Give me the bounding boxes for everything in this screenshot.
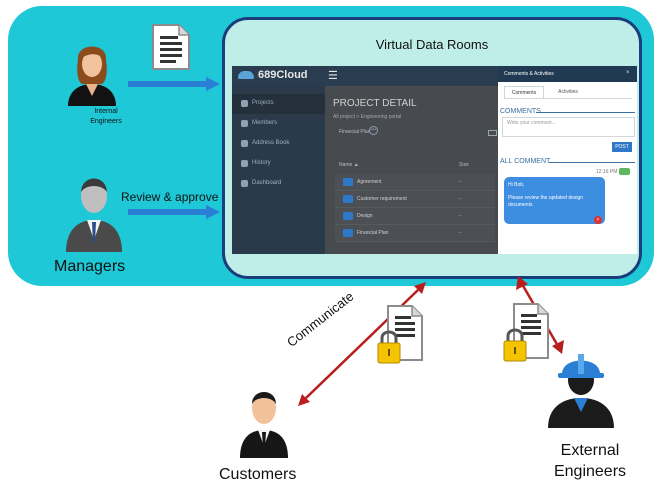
internal-engineer-icon <box>68 46 116 106</box>
sidebar-item-label: Dashboard <box>252 180 282 186</box>
delete-comment-icon[interactable]: × <box>594 216 602 224</box>
file-name: Agreement <box>357 179 382 185</box>
folder-icon <box>343 212 353 220</box>
post-button[interactable]: POST <box>612 142 632 152</box>
page-title: PROJECT DETAIL <box>333 98 417 109</box>
all-comment-section-label: ALL COMMENT <box>500 158 551 165</box>
comment-bubble: Hi Bob, Please review the updated design… <box>504 177 605 224</box>
current-folder-label: Financial Plan <box>339 129 371 135</box>
sidebar-item-label: Members <box>252 120 278 126</box>
project-detail-pane: PROJECT DETAIL All project > Engineering… <box>325 86 498 254</box>
app-screenshot: 689Cloud ☰ Projects Members Address Book… <box>232 66 637 254</box>
file-size: -- <box>458 179 462 185</box>
sidebar-item-members[interactable]: Members <box>232 114 325 134</box>
file-name: Customer requirement <box>357 196 407 202</box>
sidebar-item-address-book[interactable]: Address Book <box>232 134 325 154</box>
file-size: -- <box>458 230 462 236</box>
app-logo-text: 689Cloud <box>258 69 308 81</box>
message-greeting: Hi Bob, <box>508 182 525 188</box>
sidebar-item-label: Projects <box>252 100 274 106</box>
monitor-icon[interactable] <box>488 130 497 136</box>
sidebar-item-dashboard[interactable]: Dashboard <box>232 174 325 194</box>
managers-label: Managers <box>54 258 126 275</box>
dashboard-icon <box>241 180 248 187</box>
review-approve-label: Review & approve <box>121 190 219 204</box>
file-row[interactable]: Financial Plan -- <box>335 225 495 242</box>
address-book-icon <box>241 140 248 147</box>
manager-icon <box>66 178 122 252</box>
message-body: Please review the updated design documen… <box>508 195 584 208</box>
file-row[interactable]: Customer requirement -- <box>335 191 495 208</box>
message-timestamp: 12:16 PM <box>596 169 618 175</box>
customers-label: Customers <box>219 466 297 483</box>
app-topbar: 689Cloud ☰ <box>232 66 498 86</box>
locked-document-icon <box>377 305 423 364</box>
more-options-button[interactable]: ••• <box>369 126 378 135</box>
folder-icon <box>343 195 353 203</box>
sidebar-item-label: Address Book <box>252 140 290 146</box>
tab-divider <box>504 98 632 99</box>
section-rule <box>549 162 635 163</box>
folder-icon <box>343 178 353 186</box>
panel-header: Comments & Activities × <box>498 66 637 82</box>
sidebar-item-label: History <box>252 160 271 166</box>
file-row[interactable]: Design -- <box>335 208 495 225</box>
comments-panel: Comments & Activities × Comments Activit… <box>498 66 637 254</box>
customer-icon <box>240 392 288 458</box>
status-badge <box>619 168 630 175</box>
tab-comments[interactable]: Comments <box>504 86 544 98</box>
breadcrumb[interactable]: All project > Engineering portal <box>333 114 402 120</box>
panel-title: Comments & Activities <box>504 71 554 77</box>
close-icon[interactable]: × <box>626 70 630 76</box>
history-icon <box>241 160 248 167</box>
file-row[interactable]: Agreement -- <box>335 174 495 191</box>
file-name: Financial Plan <box>357 230 389 236</box>
folder-icon <box>343 229 353 237</box>
file-size: -- <box>458 196 462 202</box>
comments-section-label: COMMENTS <box>500 108 541 115</box>
column-header-name[interactable]: Name ▲ <box>339 162 359 168</box>
external-engineer-icon <box>548 354 614 428</box>
app-sidebar: Projects Members Address Book History Da… <box>232 86 325 254</box>
locked-document-icon <box>503 303 549 362</box>
cloud-logo-icon <box>238 71 254 79</box>
external-engineers-label: External Engineers <box>553 442 627 480</box>
sidebar-item-projects[interactable]: Projects <box>232 94 325 114</box>
internal-engineers-label: Internal Engineers <box>90 108 122 125</box>
file-size: -- <box>458 213 462 219</box>
sidebar-item-history[interactable]: History <box>232 154 325 174</box>
document-icon <box>152 24 190 70</box>
section-rule <box>536 112 635 113</box>
projects-icon <box>241 100 248 107</box>
hamburger-menu-icon[interactable]: ☰ <box>328 70 338 82</box>
container-title: Virtual Data Rooms <box>375 37 489 52</box>
file-name: Design <box>357 213 373 219</box>
members-icon <box>241 120 248 127</box>
comment-input[interactable]: Write your comment... <box>502 117 635 137</box>
column-header-size[interactable]: Size <box>459 162 469 168</box>
tab-activities[interactable]: Activities <box>558 89 578 95</box>
